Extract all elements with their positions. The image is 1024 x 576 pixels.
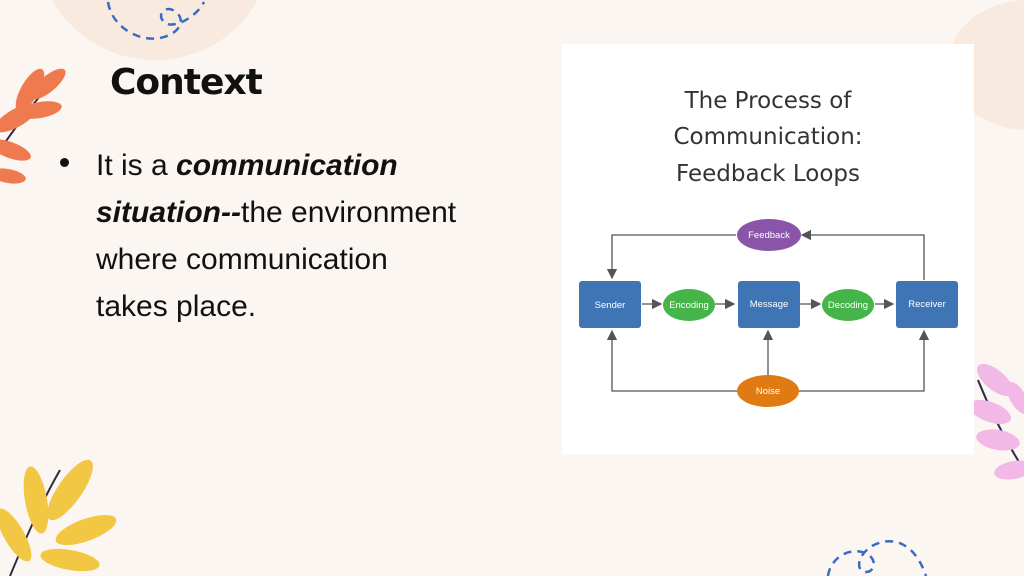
node-encoding: Encoding bbox=[663, 289, 715, 321]
slide-title: Context bbox=[110, 62, 263, 103]
bullet-emphasis-2: situation-- bbox=[96, 196, 241, 229]
dashed-loop-bottom bbox=[826, 540, 928, 576]
bullet-text-post-1: the environment bbox=[240, 196, 457, 229]
node-encoding-label: Encoding bbox=[669, 300, 709, 311]
bullet-text: It is a communication situation--the env… bbox=[96, 142, 526, 330]
node-receiver: Receiver bbox=[896, 281, 958, 328]
node-decoding-label: Decoding bbox=[828, 300, 868, 311]
node-receiver-label: Receiver bbox=[908, 299, 946, 310]
node-sender: Sender bbox=[579, 281, 641, 328]
bullet-emphasis-1: communication bbox=[176, 149, 398, 182]
pink-leaf-branch bbox=[969, 363, 1024, 480]
bullet-text-pre: It is a bbox=[96, 149, 177, 182]
node-decoding: Decoding bbox=[822, 289, 874, 321]
dashed-loop-top bbox=[106, 1, 206, 40]
line-noise-to-sender bbox=[606, 329, 738, 392]
communication-diagram: The Process of Communication: Feedback L… bbox=[579, 88, 958, 407]
node-feedback-label: Feedback bbox=[748, 230, 790, 241]
node-message: Message bbox=[738, 281, 800, 328]
diagram-title-line-1: The Process of bbox=[684, 88, 853, 114]
bullet-text-post-2: where communication bbox=[96, 243, 388, 276]
diagram-title-line-3: Feedback Loops bbox=[676, 161, 860, 187]
diagram-connectors bbox=[606, 229, 930, 392]
line-noise-to-receiver bbox=[798, 329, 930, 392]
yellow-leaf-branch bbox=[0, 459, 117, 576]
node-sender-label: Sender bbox=[595, 300, 626, 311]
node-message-label: Message bbox=[750, 299, 789, 310]
node-noise: Noise bbox=[737, 375, 799, 407]
diagram-title-line-2: Communication: bbox=[673, 124, 862, 150]
bullet-dot bbox=[60, 158, 69, 167]
line-receiver-to-feedback bbox=[800, 229, 925, 280]
diagram-card: The Process of Communication: Feedback L… bbox=[562, 44, 974, 454]
node-noise-label: Noise bbox=[756, 386, 780, 397]
orange-leaf-branch bbox=[0, 68, 66, 184]
node-feedback: Feedback bbox=[737, 219, 801, 251]
line-feedback-to-sender bbox=[606, 234, 736, 280]
bullet-text-post-3: takes place. bbox=[96, 290, 257, 323]
